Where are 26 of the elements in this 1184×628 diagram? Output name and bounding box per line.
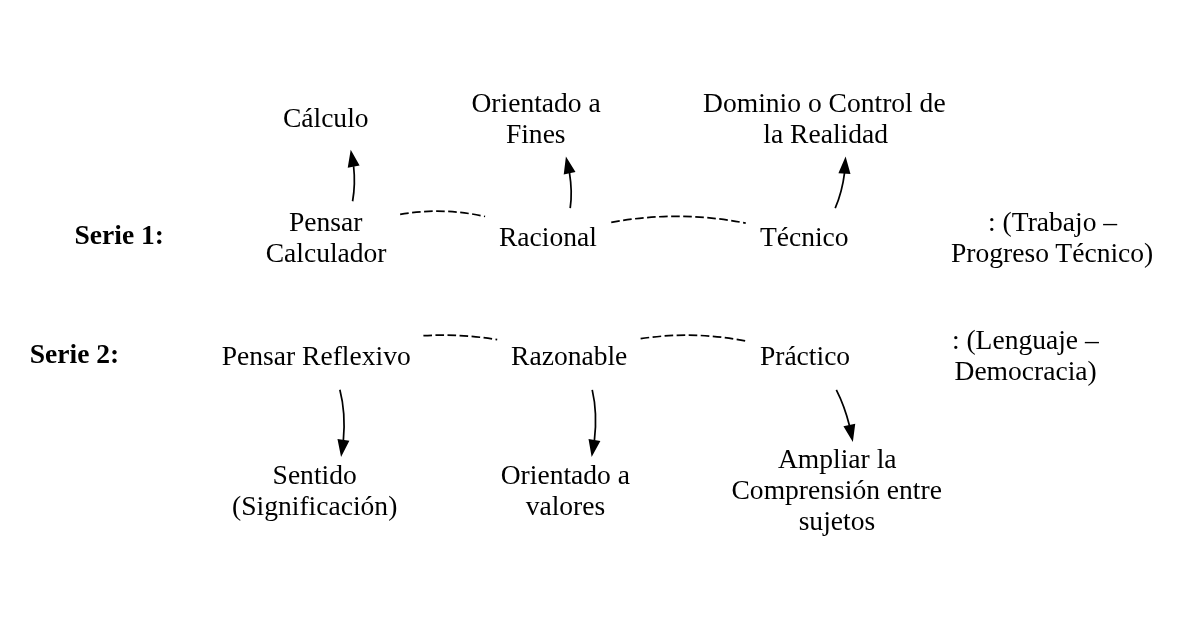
arrow [588, 388, 601, 457]
label: : (Trabajo – Progreso Técnico) [951, 205, 1154, 268]
node-text: Pensar Reflexivo [221, 339, 411, 371]
arrow [835, 388, 856, 442]
node-text: Sentido (Significación) [232, 458, 398, 521]
connector [610, 215, 747, 224]
node-text: Cálculo [282, 101, 369, 133]
label: : (Lenguaje – Democracia) [951, 323, 1099, 386]
node-text: Razonable [511, 339, 628, 371]
node-text: Racional [499, 220, 597, 252]
label: Serie 2: [29, 337, 120, 369]
arrow [347, 149, 360, 202]
node-text: Pensar Calculador [265, 205, 387, 268]
node-text: Práctico [759, 339, 851, 371]
connector [399, 209, 486, 217]
connector [639, 333, 747, 342]
label: Serie 1: [74, 218, 165, 250]
arrow [834, 155, 851, 209]
arrow [563, 155, 576, 209]
node-text: Orientado a valores [500, 458, 630, 521]
arrow [337, 388, 350, 457]
node-text: Orientado a Fines [471, 86, 601, 149]
node-text: Ampliar la Comprensión entre sujetos [731, 442, 942, 536]
node-text: Técnico [759, 220, 849, 252]
node-text: Dominio o Control de la Realidad [703, 86, 946, 149]
connector [422, 333, 499, 340]
